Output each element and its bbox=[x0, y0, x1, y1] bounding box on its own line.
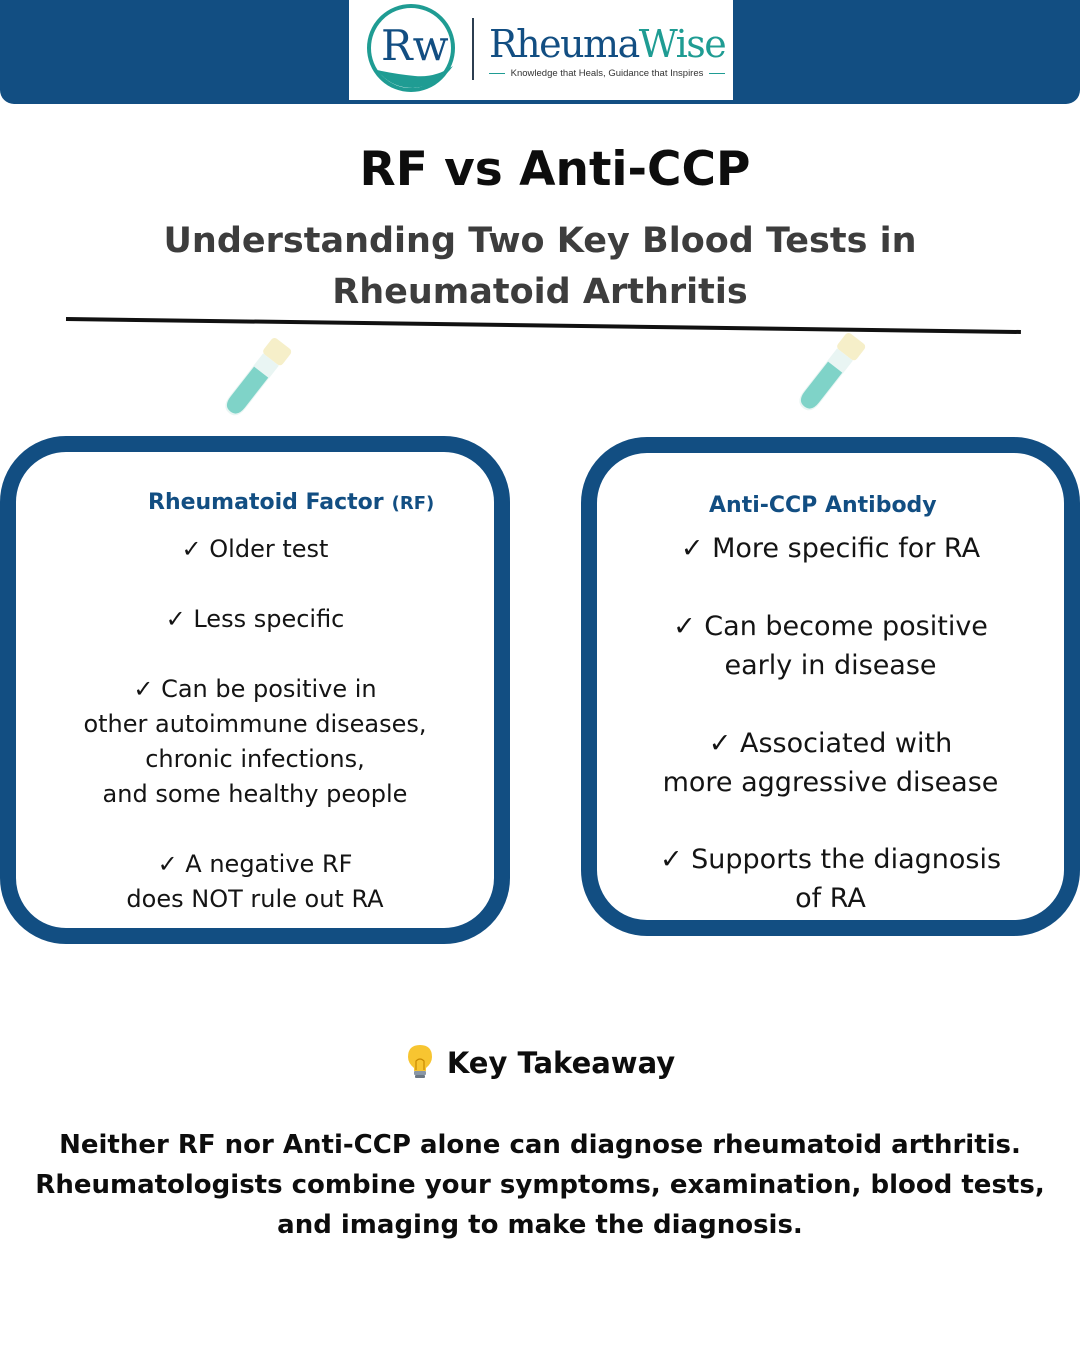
anti-ccp-card: Anti-CCP Antibody ✓ More specific for RA… bbox=[581, 437, 1080, 936]
test-tube-icon bbox=[225, 337, 292, 416]
rf-point-positive-line3: chronic infections, bbox=[145, 745, 365, 773]
brand-tagline: Knowledge that Heals, Guidance that Insp… bbox=[489, 68, 726, 79]
ccp-point-supports-line2: of RA bbox=[795, 883, 866, 914]
ccp-point-aggressive-line1: ✓ Associated with bbox=[708, 728, 953, 759]
ccp-point-early-line1: ✓ Can become positive bbox=[673, 611, 988, 642]
rf-card-title: Rheumatoid Factor(RF) bbox=[148, 490, 435, 515]
rf-point-positive-line2: other autoimmune diseases, bbox=[83, 710, 427, 738]
page-subtitle: Understanding Two Key Blood Tests in Rhe… bbox=[163, 221, 917, 312]
anti-ccp-card-title: Anti-CCP Antibody bbox=[709, 493, 937, 518]
key-takeaway-heading: Key Takeaway bbox=[0, 1043, 1080, 1081]
ccp-point-aggressive-line2: more aggressive disease bbox=[662, 767, 999, 798]
rf-point-less-specific: ✓ Less specific bbox=[165, 605, 345, 633]
rf-point-positive-line1: ✓ Can be positive in bbox=[133, 675, 377, 703]
brand-logo[interactable]: Rw RheumaWise Knowledge that Heals, Guid… bbox=[349, 0, 733, 100]
rf-point-positive-line4: and some healthy people bbox=[102, 780, 408, 808]
page-title: RF vs Anti-CCP bbox=[359, 142, 751, 197]
light-bulb-icon bbox=[407, 1045, 432, 1078]
rheumawise-emblem-icon: Rw bbox=[367, 4, 455, 92]
rf-card: Rheumatoid Factor(RF) ✓ Older test ✓ Les… bbox=[0, 436, 510, 944]
brand-name: RheumaWise bbox=[489, 22, 727, 66]
ccp-point-supports-line1: ✓ Supports the diagnosis bbox=[659, 844, 1002, 875]
ccp-point-specific: ✓ More specific for RA bbox=[680, 533, 981, 564]
ccp-point-early-line2: early in disease bbox=[724, 650, 937, 681]
rf-point-older-test: ✓ Older test bbox=[181, 535, 329, 563]
header-bar: Rw RheumaWise Knowledge that Heals, Guid… bbox=[0, 0, 1080, 104]
rf-point-negative-line1: ✓ A negative RF bbox=[157, 850, 353, 878]
rf-point-negative-line2: does NOT rule out RA bbox=[126, 885, 384, 913]
key-takeaway-text: Neither RF nor Anti-CCP alone can diagno… bbox=[35, 1130, 1045, 1240]
logo-divider bbox=[472, 18, 474, 80]
test-tube-icon bbox=[799, 332, 866, 411]
svg-text:Rw: Rw bbox=[381, 21, 449, 70]
